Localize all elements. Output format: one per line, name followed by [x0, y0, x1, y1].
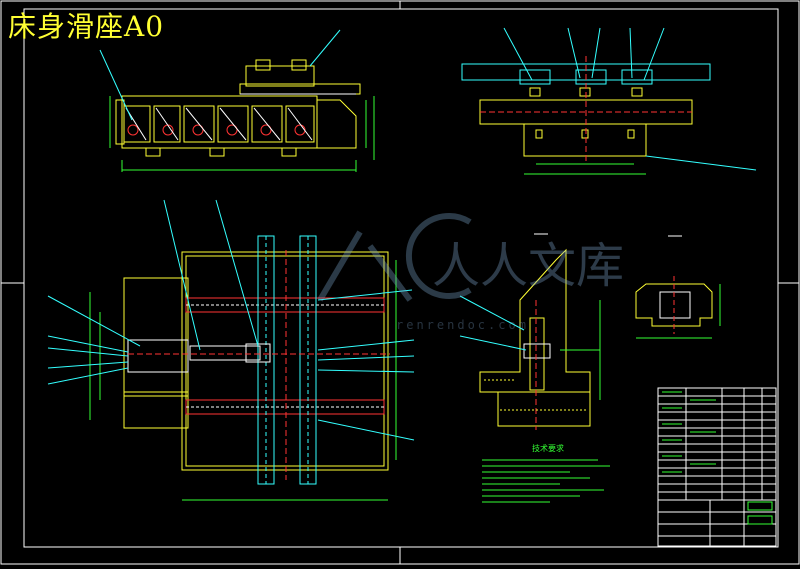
watermark-text: 人人文库	[432, 238, 625, 294]
technical-notes-title: 技术要求	[532, 444, 564, 453]
title-block	[657, 387, 777, 547]
front-view	[99, 29, 375, 172]
side-view	[461, 27, 757, 175]
plan-view	[47, 199, 415, 501]
watermark-logo	[317, 213, 472, 302]
drawing-title: 床身滑座A0	[8, 10, 165, 43]
detail-view	[534, 233, 721, 339]
watermark-url: renrendoc.com	[396, 318, 529, 332]
technical-notes	[482, 459, 610, 503]
section-view	[459, 248, 601, 430]
